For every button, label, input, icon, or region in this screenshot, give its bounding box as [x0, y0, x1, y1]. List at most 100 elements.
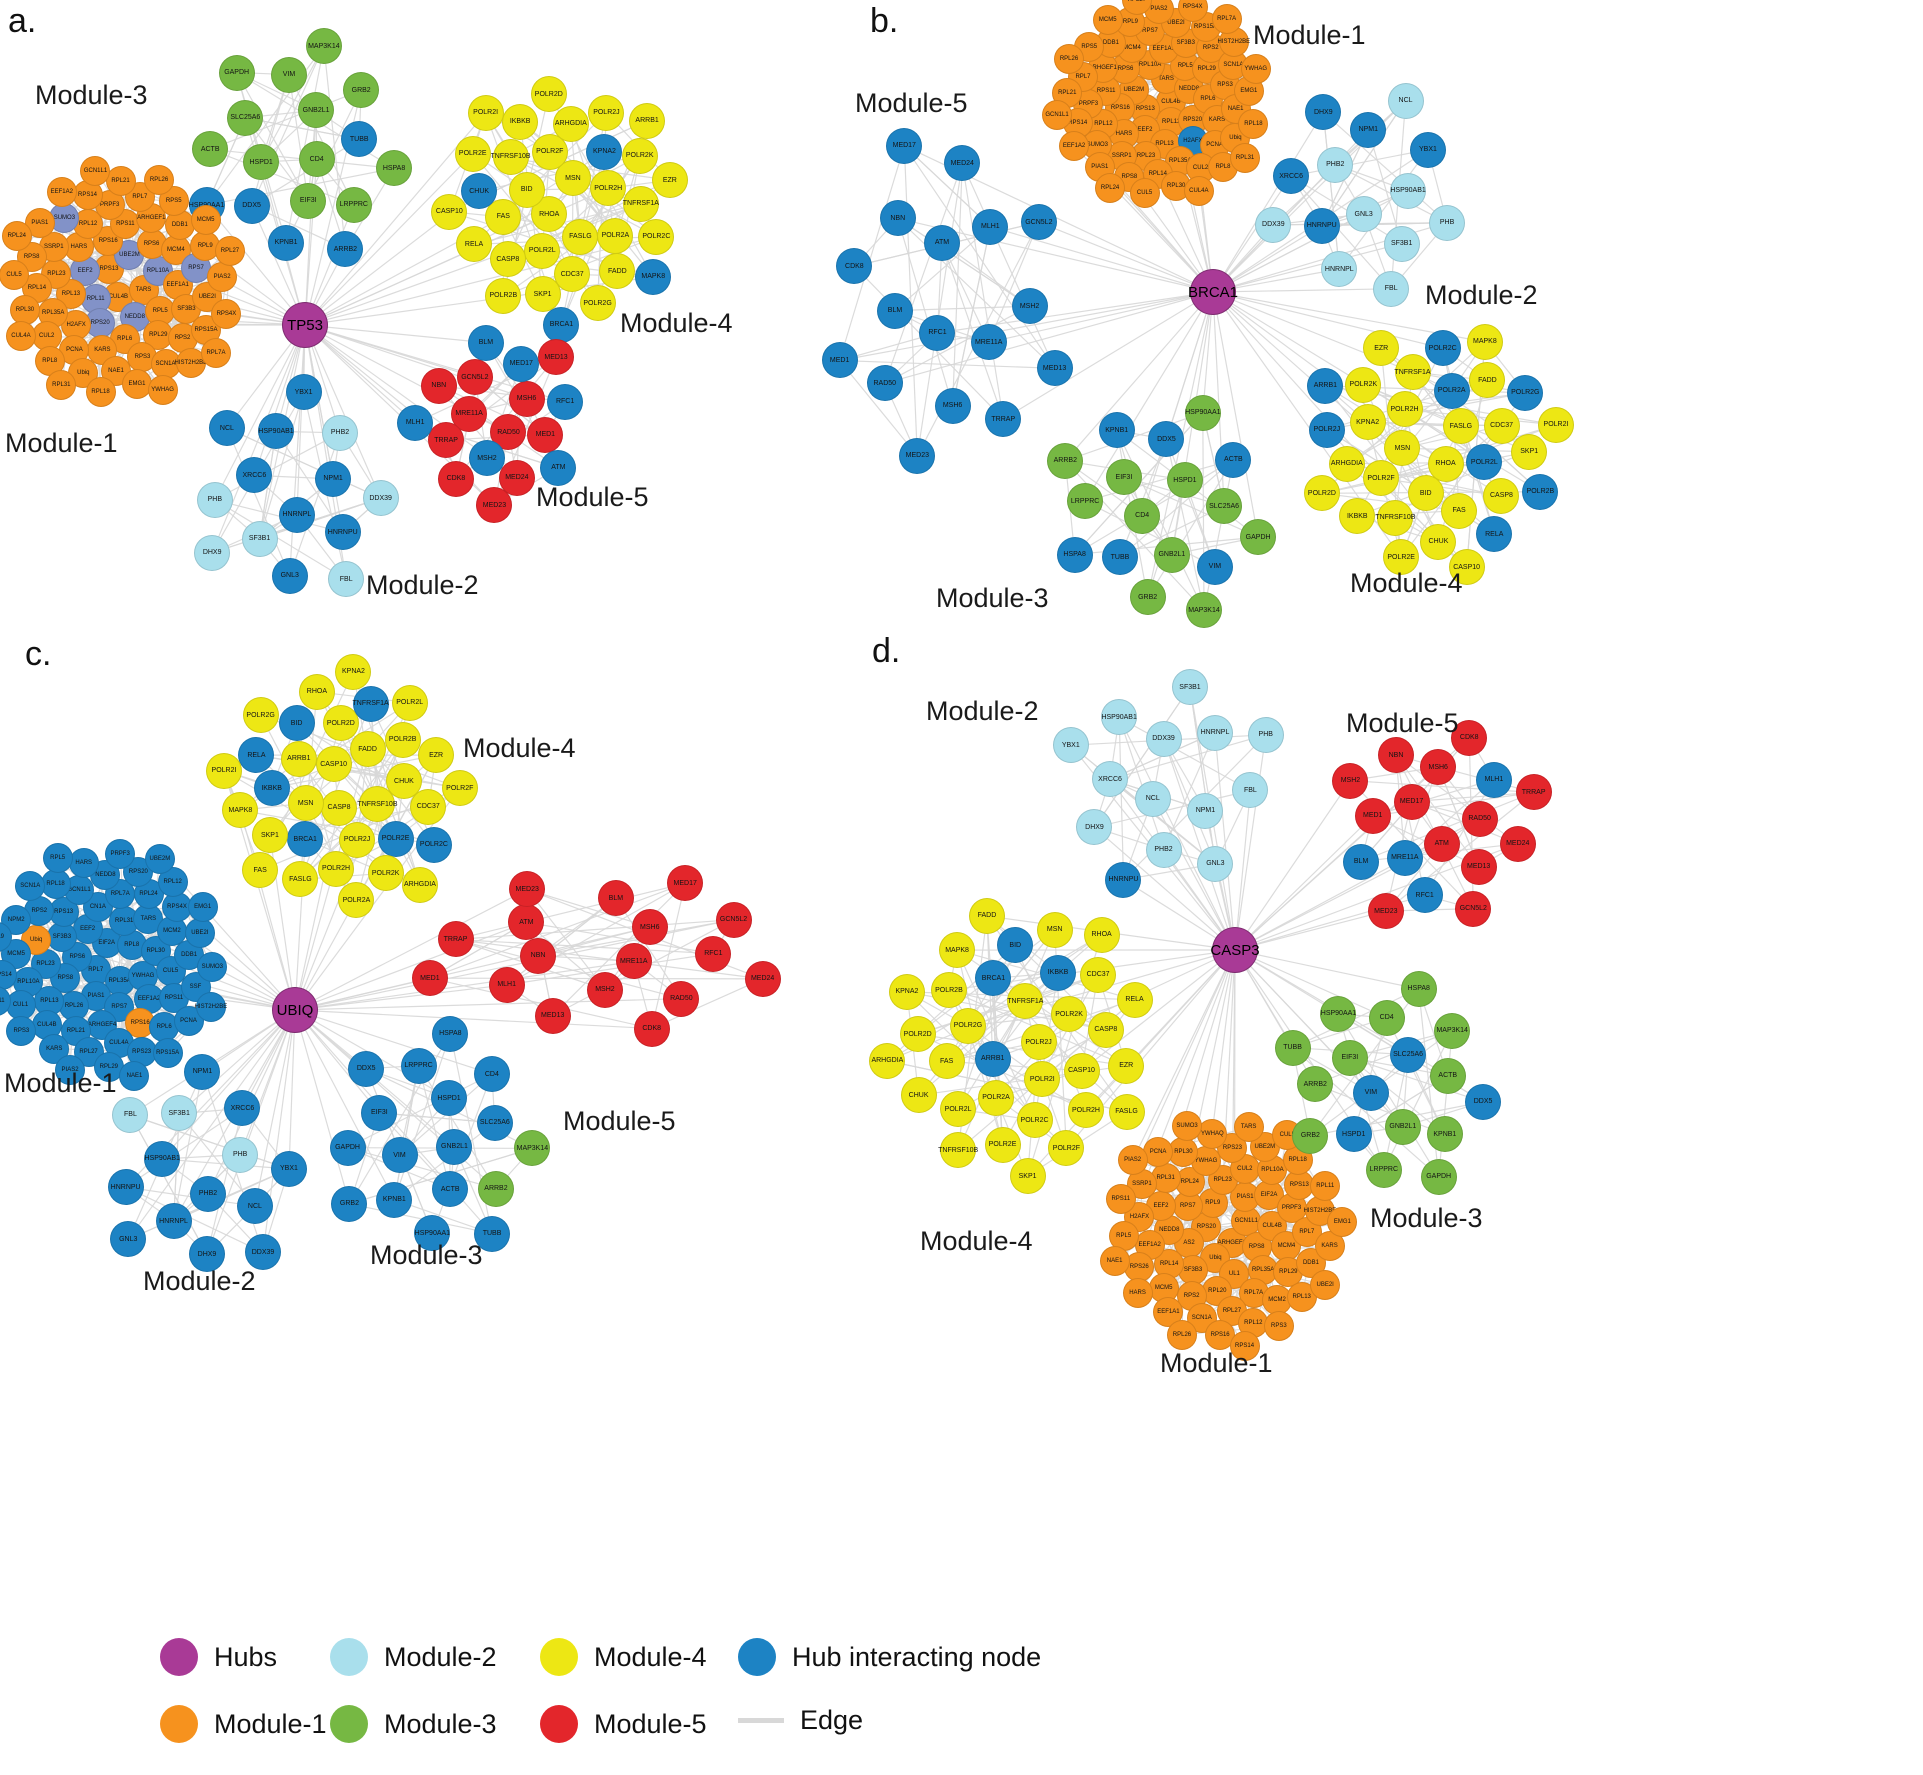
node-hars[interactable]: HARS [68, 847, 99, 878]
node-rpl21[interactable]: RPL21 [105, 165, 136, 196]
node-med1[interactable]: MED1 [411, 960, 448, 997]
node-polr2i[interactable]: POLR2I [206, 752, 242, 789]
node-msh2[interactable]: MSH2 [1332, 762, 1369, 799]
node-mapk8[interactable]: MAPK8 [939, 932, 976, 969]
hub-node-tp53[interactable]: TP53 [282, 302, 328, 348]
node-eef1a2[interactable]: EEF1A2 [46, 177, 77, 208]
node-pias2[interactable]: PIAS2 [55, 1054, 86, 1085]
node-polr2b[interactable]: POLR2B [930, 972, 967, 1009]
node-rhoa[interactable]: RHOA [1083, 916, 1120, 953]
node-cd4[interactable]: CD4 [473, 1056, 510, 1093]
node-gapdh[interactable]: GAPDH [1420, 1158, 1457, 1195]
node-emg1[interactable]: EMG1 [1327, 1207, 1358, 1238]
node-rpl11[interactable]: RPL11 [1310, 1170, 1341, 1201]
node-ezr[interactable]: EZR [418, 737, 455, 774]
node-polr2a[interactable]: POLR2A [1433, 372, 1470, 409]
node-med24[interactable]: MED24 [744, 960, 781, 997]
node-rpl26[interactable]: RPL26 [1054, 43, 1085, 74]
node-prpf3[interactable]: PRPF3 [105, 838, 136, 869]
node-npm1[interactable]: NPM1 [1350, 111, 1387, 148]
node-chuk[interactable]: CHUK [1420, 523, 1457, 560]
node-lrpprc[interactable]: LRPPRC [400, 1047, 437, 1084]
node-med1[interactable]: MED1 [527, 416, 564, 453]
node-nbn[interactable]: NBN [879, 200, 916, 237]
node-polr2i[interactable]: POLR2I [1537, 406, 1574, 443]
node-mapk8[interactable]: MAPK8 [1466, 323, 1503, 360]
node-rps3[interactable]: RPS3 [1263, 1311, 1294, 1342]
node-bid[interactable]: BID [1407, 475, 1444, 511]
node-nbn[interactable]: NBN [420, 367, 457, 404]
node-faslg[interactable]: FASLG [1108, 1093, 1145, 1130]
node-msn[interactable]: MSN [1384, 430, 1421, 467]
node-hnrnpu[interactable]: HNRNPU [1105, 861, 1142, 898]
node-cdc37[interactable]: CDC37 [1080, 956, 1117, 993]
node-npm1[interactable]: NPM1 [1187, 792, 1224, 829]
node-rpl5[interactable]: RPL5 [42, 843, 73, 874]
node-rela[interactable]: RELA [456, 226, 493, 263]
node-cul4a[interactable]: CUL4A [5, 320, 36, 351]
node-faslg[interactable]: FASLG [562, 218, 599, 255]
node-casp10[interactable]: CASP10 [431, 193, 468, 230]
node-bid[interactable]: BID [508, 171, 545, 208]
node-polr2j[interactable]: POLR2J [1020, 1024, 1057, 1061]
node-hist2h2be[interactable]: HIST2H2BE [195, 991, 227, 1022]
node-ywhag[interactable]: YWHAG [1240, 53, 1271, 84]
node-med1[interactable]: MED1 [821, 342, 858, 379]
node-kpnb1[interactable]: KPNB1 [1098, 412, 1135, 449]
node-hnrnpl[interactable]: HNRNPL [155, 1203, 192, 1240]
node-ywhag[interactable]: YWHAG [147, 374, 178, 405]
node-ncl[interactable]: NCL [236, 1188, 273, 1225]
node-arrb1[interactable]: ARRB1 [1307, 367, 1344, 404]
node-gcn5l2[interactable]: GCN5L2 [1455, 890, 1492, 927]
node-cd4[interactable]: CD4 [1368, 999, 1405, 1036]
node-cdk8[interactable]: CDK8 [437, 460, 474, 497]
node-map3k14[interactable]: MAP3K14 [305, 28, 342, 65]
node-rfc1[interactable]: RFC1 [1406, 877, 1443, 914]
node-polr2g[interactable]: POLR2G [1507, 374, 1544, 411]
node-sf3b1[interactable]: SF3B1 [1172, 669, 1208, 706]
node-brca1[interactable]: BRCA1 [543, 306, 580, 343]
node-med13[interactable]: MED13 [1460, 848, 1497, 885]
node-lrpprc[interactable]: LRPPRC [335, 186, 372, 223]
node-polr2e[interactable]: POLR2E [377, 820, 414, 857]
node-ezr[interactable]: EZR [1108, 1047, 1145, 1084]
node-blm[interactable]: BLM [877, 292, 913, 329]
node-polr2l[interactable]: POLR2L [391, 684, 428, 721]
node-vim[interactable]: VIM [271, 56, 308, 93]
node-gnb2l1[interactable]: GNB2L1 [1153, 536, 1190, 573]
node-mcm5[interactable]: MCM5 [190, 205, 221, 236]
node-polr2e[interactable]: POLR2E [1383, 539, 1420, 576]
node-tnfrsf1a[interactable]: TNFRSF1A [353, 685, 389, 722]
node-mlh1[interactable]: MLH1 [488, 966, 525, 1003]
node-grb2[interactable]: GRB2 [1292, 1117, 1329, 1154]
node-ube2i[interactable]: UBE2I [1310, 1269, 1341, 1300]
node-eif3i[interactable]: EIF3I [1105, 459, 1142, 496]
node-fbl[interactable]: FBL [1373, 270, 1410, 307]
node-emg1[interactable]: EMG1 [187, 891, 218, 922]
node-trrap[interactable]: TRRAP [437, 921, 474, 958]
node-trrap[interactable]: TRRAP [428, 422, 465, 458]
node-med17[interactable]: MED17 [1393, 783, 1430, 820]
node-hspa8[interactable]: HSPA8 [1400, 970, 1437, 1007]
node-rad50[interactable]: RAD50 [1461, 800, 1498, 837]
node-gnl3[interactable]: GNL3 [1197, 845, 1234, 882]
node-ikbkb[interactable]: IKBKB [253, 770, 290, 807]
node-map3k14[interactable]: MAP3K14 [1434, 1012, 1471, 1049]
node-rpl7a[interactable]: RPL7A [1211, 4, 1242, 35]
node-gcn5l2[interactable]: GCN5L2 [1020, 204, 1057, 241]
node-kpnb1[interactable]: KPNB1 [1426, 1116, 1463, 1153]
node-actb[interactable]: ACTB [192, 131, 229, 168]
node-tnfrsf1a[interactable]: TNFRSF1A [623, 185, 659, 222]
node-arhgdia[interactable]: ARHGDIA [552, 105, 589, 142]
node-gapdh[interactable]: GAPDH [1240, 519, 1277, 556]
node-polr2g[interactable]: POLR2G [949, 1007, 986, 1044]
node-grb2[interactable]: GRB2 [331, 1185, 368, 1222]
node-arrb1[interactable]: ARRB1 [629, 102, 666, 139]
node-gapdh[interactable]: GAPDH [218, 54, 255, 91]
node-polr2k[interactable]: POLR2K [367, 855, 404, 892]
node-rhoa[interactable]: RHOA [298, 673, 335, 710]
node-cdk8[interactable]: CDK8 [633, 1010, 670, 1047]
node-rela[interactable]: RELA [1116, 981, 1153, 1018]
node-polr2c[interactable]: POLR2C [638, 218, 675, 255]
node-rad50[interactable]: RAD50 [663, 980, 700, 1017]
